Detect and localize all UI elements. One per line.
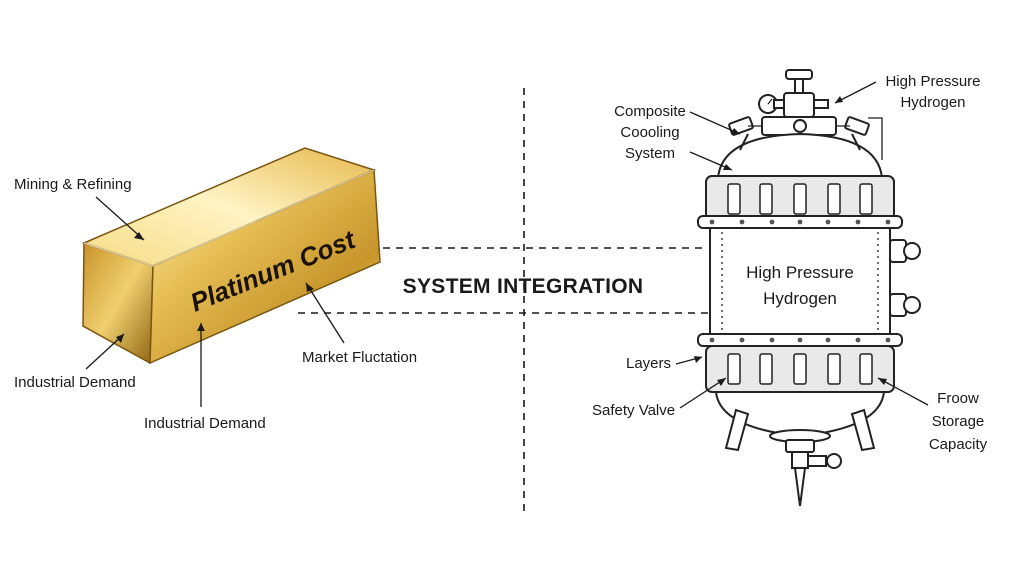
hydrogen-tank: High Pressure Hydrogen (697, 69, 921, 507)
tank-cylinder (709, 227, 891, 335)
industrial-demand-left-label: Industrial Demand (14, 374, 136, 391)
market-fluctuation-label: Market Fluctation (302, 349, 417, 366)
mining-arrow (95, 196, 145, 241)
tank-top-dome (716, 132, 884, 179)
industrial-demand-bottom-label: Industrial Demand (144, 415, 266, 432)
safety-valve-label: Safety Valve (592, 402, 675, 419)
tank-leg-right (850, 408, 876, 452)
composite-cooling-line2: Coooling (620, 124, 679, 141)
high-pressure-label-line2: Hydrogen (900, 94, 965, 111)
storage-arrow (877, 377, 929, 406)
system-integration-connector: SYSTEM INTEGRATION (298, 88, 708, 512)
demand-left-arrow (85, 333, 125, 370)
layers-label: Layers (626, 355, 671, 372)
top-valve-assembly (728, 69, 883, 160)
composite-arrow-1 (689, 111, 741, 135)
high-pressure-label-line1: High Pressure (885, 73, 980, 90)
tank-leg-left (724, 408, 750, 452)
market-arrow (305, 282, 345, 344)
composite-cooling-line3: System (625, 145, 675, 162)
side-ports (889, 239, 921, 317)
composite-cooling-line1: Composite (614, 103, 686, 120)
storage-capacity-line3: Capacity (929, 436, 988, 453)
platinum-labels: Mining & Refining Market Fluctation Indu… (14, 176, 417, 432)
tank-inner-label-line2: Hydrogen (763, 289, 837, 308)
storage-capacity-line1: Froow (937, 390, 979, 407)
safety-arrow (679, 377, 727, 409)
high-pressure-arrow (834, 81, 877, 104)
bottom-valve-assembly (769, 429, 842, 507)
platinum-bar: Platinum Cost (81, 147, 381, 365)
mining-refining-label: Mining & Refining (14, 176, 132, 193)
system-integration-title: SYSTEM INTEGRATION (403, 275, 644, 298)
storage-capacity-line2: Storage (932, 413, 985, 430)
tank-inner-label-line1: High Pressure (746, 263, 854, 282)
tank-labels: Composite Coooling System High Pressure … (592, 73, 988, 453)
